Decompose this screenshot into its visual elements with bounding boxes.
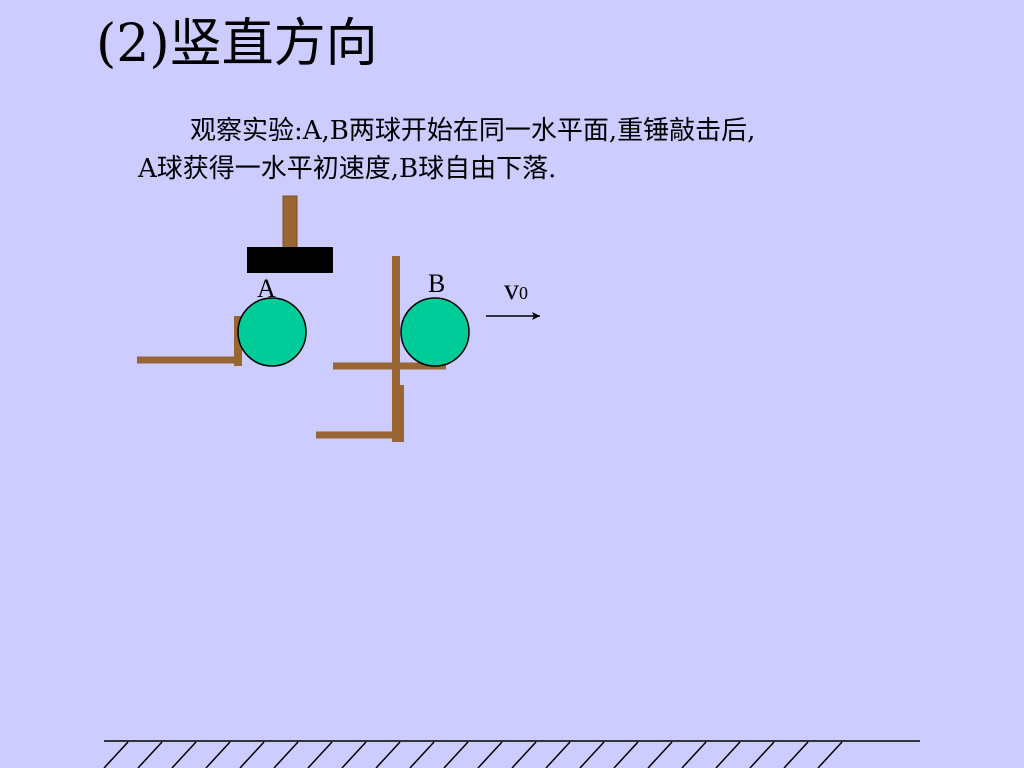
hammer-handle (282, 195, 298, 249)
ground-hatch-mark (783, 741, 809, 768)
ground-hatch-mark (375, 741, 401, 768)
ground-hatch-mark (205, 741, 231, 768)
ball-b (400, 297, 470, 367)
velocity-arrow-head (532, 312, 540, 320)
ground-hatch-mark (817, 741, 843, 768)
ground-hatch-mark (613, 741, 639, 768)
slide-title: (2)竖直方向 (96, 14, 378, 74)
ball-a (237, 297, 307, 367)
description-line-2: A球获得一水平初速度,B球自由下落. (138, 154, 557, 184)
support-a (137, 316, 242, 366)
velocity-symbol: v (504, 273, 519, 306)
ground-hatch-mark (579, 741, 605, 768)
ground-hatching (103, 741, 843, 768)
experiment-description: 观察实验:A,B两球开始在同一水平面,重锤敲击后, A球获得一水平初速度,B球自… (138, 112, 938, 188)
ground-hatch-mark (647, 741, 673, 768)
support-b (316, 256, 446, 442)
ground-hatch-mark (273, 741, 299, 768)
velocity-indicator: v0 (486, 273, 540, 320)
description-line-1: 观察实验:A,B两球开始在同一水平面,重锤敲击后, (190, 116, 756, 146)
ball-a-label: A (257, 274, 276, 303)
ground-hatch-mark (715, 741, 741, 768)
velocity-label: v0 (504, 273, 528, 306)
velocity-subscript: 0 (519, 283, 528, 303)
ground (103, 740, 920, 768)
ground-hatch-mark (103, 741, 129, 768)
ground-hatch-mark (545, 741, 571, 768)
ground-hatch-mark (443, 741, 469, 768)
ground-hatch-mark (341, 741, 367, 768)
ground-hatch-mark (511, 741, 537, 768)
ball-b-label: B (428, 269, 445, 298)
ground-hatch-mark (171, 741, 197, 768)
ground-hatch-mark (477, 741, 503, 768)
ground-hatch-mark (749, 741, 775, 768)
ground-hatch-mark (137, 741, 163, 768)
ground-hatch-mark (409, 741, 435, 768)
ground-hatch-mark (239, 741, 265, 768)
ground-hatch-mark (681, 741, 707, 768)
hammer-head (247, 247, 333, 273)
hammer (247, 195, 333, 273)
ground-hatch-mark (307, 741, 333, 768)
